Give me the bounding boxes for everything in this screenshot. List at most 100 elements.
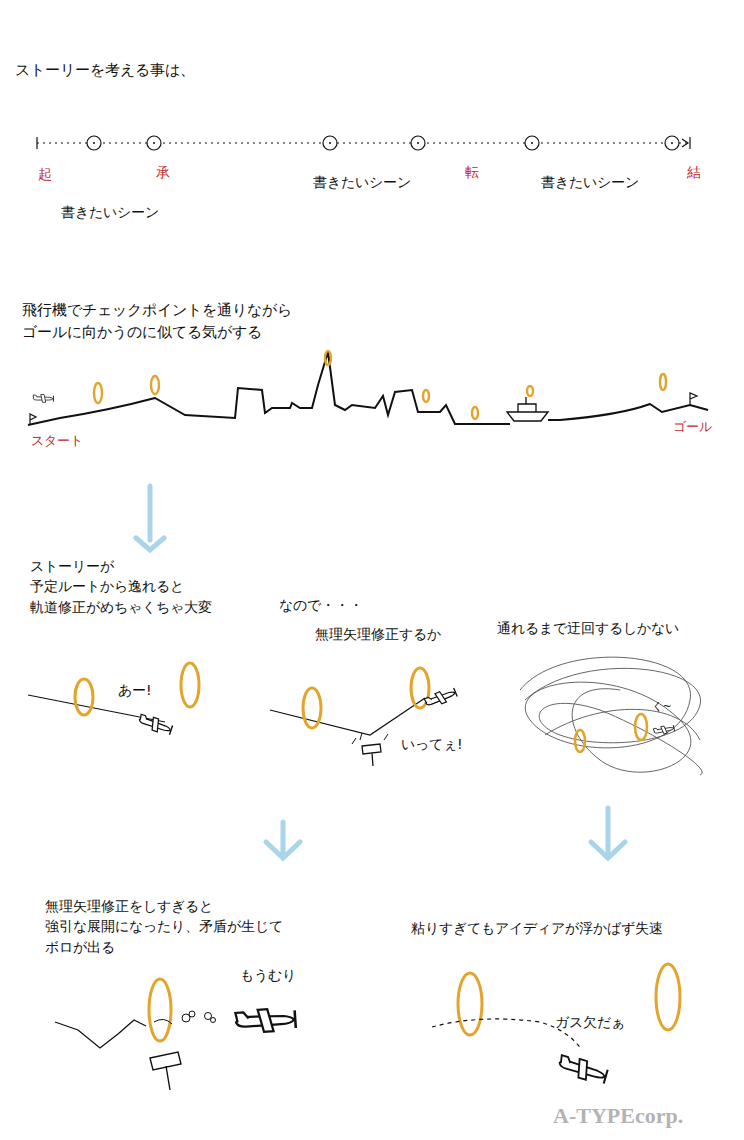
drawn-g [520, 657, 702, 775]
speech-bubble: 書きたいシーン [526, 165, 654, 200]
drawn-g [75, 663, 199, 715]
node-text: 通れるまで迂回するしかない [497, 618, 679, 638]
drawn-circle [531, 142, 533, 144]
drawn-circle [222, 450, 522, 750]
drawn-path [690, 393, 697, 405]
stage-box: 結 [677, 158, 711, 187]
drawn-path [525, 668, 702, 775]
bubble-tail [659, 714, 671, 725]
drawn-div: なので・・・ [279, 595, 363, 615]
drawn-ellipse [181, 663, 199, 707]
drawn-use [424, 686, 458, 709]
drawn-ellipse [458, 973, 482, 1035]
drawn-use [653, 724, 675, 736]
drawn-path [352, 733, 388, 744]
drawn-use [235, 1007, 296, 1033]
drawn-ellipse [325, 351, 331, 365]
speech-bubble: 書きたいシーン [46, 195, 174, 230]
drawn-g [87, 136, 679, 150]
bubble-text: 書きたいシーン [313, 172, 441, 192]
drawn-circle [671, 142, 673, 144]
speech-bubble: いってぇ! [386, 727, 478, 762]
panel-frame: ストーリーが 予定ルートから逸れると 軌道修正がめちゃくちゃ大変あー! [18, 552, 240, 748]
drawn-g [93, 142, 673, 144]
drawn-circle [329, 142, 331, 144]
drawn-div: 無理矢理修正をしすぎると 強引な展開になったり、矛盾が生じて ボロが出る [45, 896, 320, 957]
speech-bubble: あー! [103, 673, 167, 708]
drawn-g [94, 351, 666, 419]
drawn-ellipse [149, 979, 171, 1041]
drawn-div: ストーリーを考える事は、 [15, 60, 195, 82]
bubble-tail [257, 984, 269, 1005]
drawn-circle [417, 142, 419, 144]
stage-box: 転 [455, 158, 489, 187]
drawn-circle [189, 1011, 195, 1017]
drawn-ellipse [472, 407, 478, 419]
drawn-div: 粘りすぎてもアイディアが浮かばず失速 [411, 918, 663, 938]
drawn-circle [147, 136, 161, 150]
drawn-g [458, 964, 680, 1035]
drawn-path [682, 139, 688, 147]
node-text: 結 [687, 162, 721, 182]
drawn-line [689, 137, 690, 149]
note-text: 無理矢理修正をしすぎると 強引な展開になったり、矛盾が生じて ボロが出る [45, 896, 320, 957]
drawn-path [270, 698, 425, 735]
drawn-div: スタート [31, 432, 83, 451]
drawn-circle [211, 1018, 216, 1023]
bubble-tail [574, 1030, 585, 1050]
speech-bubble: もうむり [225, 958, 311, 993]
drawn-use [557, 1054, 608, 1085]
drawn-ellipse [303, 688, 321, 728]
drawn-path [150, 1052, 181, 1090]
drawn-circle [411, 136, 425, 150]
drawn-ellipse [660, 374, 666, 390]
drawn-g [182, 1011, 216, 1023]
drawn-use [138, 713, 174, 735]
drawn-line [36, 137, 37, 149]
drawn-ellipse [527, 386, 533, 396]
drawn-circle [93, 142, 95, 144]
title: ストーリーを考える事は、 [15, 60, 195, 82]
drawn-path [28, 352, 708, 425]
bubble-text: もうむり [240, 965, 326, 985]
drawn-ellipse [575, 730, 585, 752]
drawn-div: A-TYPEcorp. [553, 1100, 683, 1132]
speech-bubble: ガス欠だぁ [540, 1005, 640, 1040]
speech-bubble: 書きたいシーン [298, 165, 426, 200]
note-text: ゴール [673, 418, 712, 437]
bubble-text: 書きたいシーン [541, 172, 669, 192]
bubble-text: く~ [652, 699, 703, 715]
drawn-path [154, 1019, 172, 1024]
drawn-path [266, 822, 300, 858]
drawn-path [136, 486, 164, 550]
drawn-rect [22, 556, 236, 744]
node-text: 起 [38, 164, 72, 184]
drawn-div: ゴール [673, 418, 712, 437]
drawn-path [362, 744, 381, 766]
panel-circle: 無理矢理修正するかいってぇ! [288, 600, 468, 780]
drawn-ellipse [151, 376, 159, 394]
node-text: ストーリーが 予定ルートから逸れると 軌道修正がめちゃくちゃ大変 [30, 556, 235, 617]
bubble-text: あー! [118, 680, 182, 700]
drawn-path [520, 657, 691, 772]
note-text: 飛行機でチェックポイントを通りながら ゴールに向かうのに似てる気がする [22, 300, 322, 344]
drawn-circle [153, 142, 155, 144]
drawn-div: 飛行機でチェックポイントを通りながら ゴールに向かうのに似てる気がする [22, 300, 322, 344]
note-text: 粘りすぎてもアイディアが浮かばず失速 [411, 918, 663, 938]
drawn-path [30, 414, 36, 425]
drawn-path [518, 397, 536, 412]
drawn-path [545, 709, 700, 740]
drawn-ellipse [423, 390, 429, 402]
drawn-g [575, 714, 647, 752]
drawn-circle [665, 136, 679, 150]
node-text: 転 [465, 162, 499, 182]
speech-bubble: く~ [637, 692, 688, 722]
drawn-circle [87, 136, 101, 150]
drawn-ellipse [656, 964, 680, 1030]
drawn-circle [290, 602, 466, 778]
note-text: スタート [31, 432, 83, 451]
drawn-path [591, 808, 625, 858]
bubble-tail [94, 154, 106, 203]
drawn-path [55, 1020, 146, 1048]
drawn-line [37, 142, 690, 143]
